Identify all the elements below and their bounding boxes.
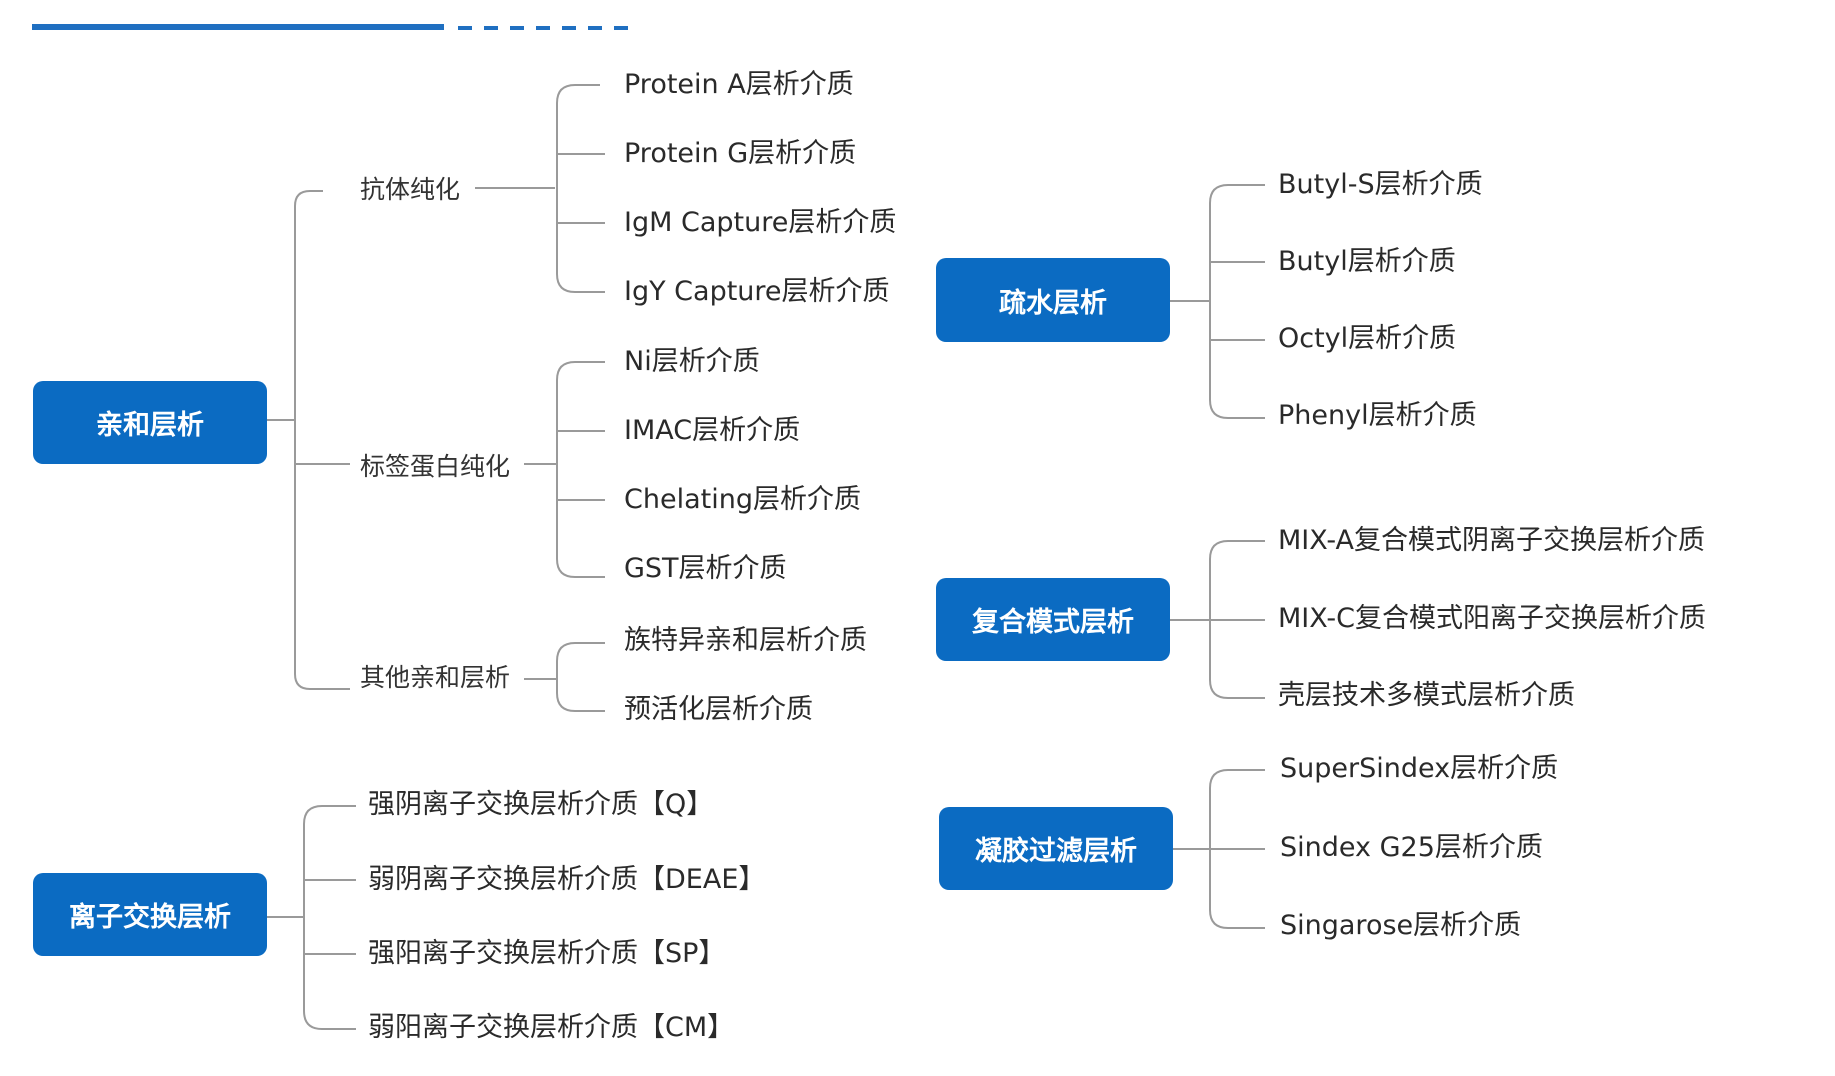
header-dash [458,26,472,30]
tag-label: 标签蛋白纯化 [360,452,511,481]
leaf-supersindex: SuperSindex层析介质 [1280,753,1559,784]
header-bar [32,24,444,30]
leaf-singarose: Singarose层析介质 [1280,910,1522,941]
other-affinity-label: 其他亲和层析 [360,663,511,692]
leaf-igm: IgM Capture层析介质 [624,207,897,238]
header-dash [588,26,602,30]
hydrophobic-node[interactable]: 疏水层析 [936,258,1170,342]
header-dash [614,26,628,30]
header-dash [562,26,576,30]
leaf-group-specific: 族特异亲和层析介质 [624,625,867,656]
leaf-octyl: Octyl层析介质 [1278,323,1457,354]
leaf-q: 强阴离子交换层析介质【Q】 [368,789,714,820]
leaf-sp: 强阳离子交换层析介质【SP】 [368,938,726,969]
affinity-node[interactable]: 亲和层析 [33,381,267,464]
leaf-chelating: Chelating层析介质 [624,484,861,515]
header-dash [484,26,498,30]
leaf-igy: IgY Capture层析介质 [624,276,890,307]
leaf-ni: Ni层析介质 [624,346,760,377]
ion-exchange-node[interactable]: 离子交换层析 [33,873,267,956]
leaf-cm: 弱阳离子交换层析介质【CM】 [368,1012,735,1043]
leaf-preactivated: 预活化层析介质 [624,694,813,725]
leaf-mix-c: MIX-C复合模式阳离子交换层析介质 [1278,603,1707,634]
leaf-protein-a: Protein A层析介质 [624,69,854,100]
antibody-label: 抗体纯化 [360,175,461,204]
leaf-mix-a: MIX-A复合模式阴离子交换层析介质 [1278,525,1706,556]
leaf-sindex-g25: Sindex G25层析介质 [1280,832,1543,863]
leaf-shell-multimode: 壳层技术多模式层析介质 [1278,680,1575,711]
leaf-phenyl: Phenyl层析介质 [1278,400,1477,431]
leaf-butyl: Butyl层析介质 [1278,246,1456,277]
header-dash [510,26,524,30]
leaf-gst: GST层析介质 [624,553,787,584]
leaf-imac: IMAC层析介质 [624,415,801,446]
leaf-deae: 弱阴离子交换层析介质【DEAE】 [368,864,766,895]
leaf-protein-g: Protein G层析介质 [624,138,857,169]
gel-filtration-node[interactable]: 凝胶过滤层析 [939,807,1173,890]
header-dash [536,26,550,30]
leaf-butyl-s: Butyl-S层析介质 [1278,169,1483,200]
mixed-mode-node[interactable]: 复合模式层析 [936,578,1170,661]
